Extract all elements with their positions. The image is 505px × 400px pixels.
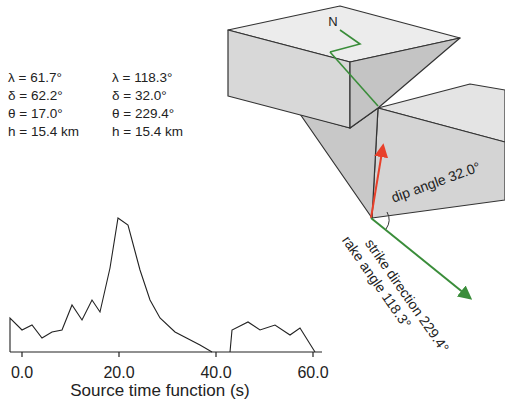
parameter: λ = 118.3° [112,71,172,86]
tick-label: 0.0 [11,364,33,382]
parameter: δ = 62.2° [8,89,63,104]
source-time-curve [10,218,212,352]
north-compass [330,30,378,106]
dip-arc [386,212,389,229]
time-axis [10,351,322,352]
parameter: θ = 229.4° [112,107,174,122]
hanging-wall-block [228,6,460,128]
parameter: δ = 32.0° [112,89,167,104]
axis-title: Source time function (s) [70,382,250,400]
tick-label: 60.0 [297,364,328,382]
parameter: λ = 61.7° [8,71,62,86]
north-label: N [328,15,337,29]
tick-label: 40.0 [200,364,231,382]
source-time-curve [230,322,315,352]
slip-arrow [371,146,383,218]
parameter: θ = 17.0° [8,107,63,122]
axis-ticks [22,352,313,357]
parameter: h = 15.4 km [112,125,183,140]
tick-label: 20.0 [103,364,134,382]
parameter: h = 15.4 km [8,125,79,140]
strike-label: strike direction 229.4° [362,237,452,356]
